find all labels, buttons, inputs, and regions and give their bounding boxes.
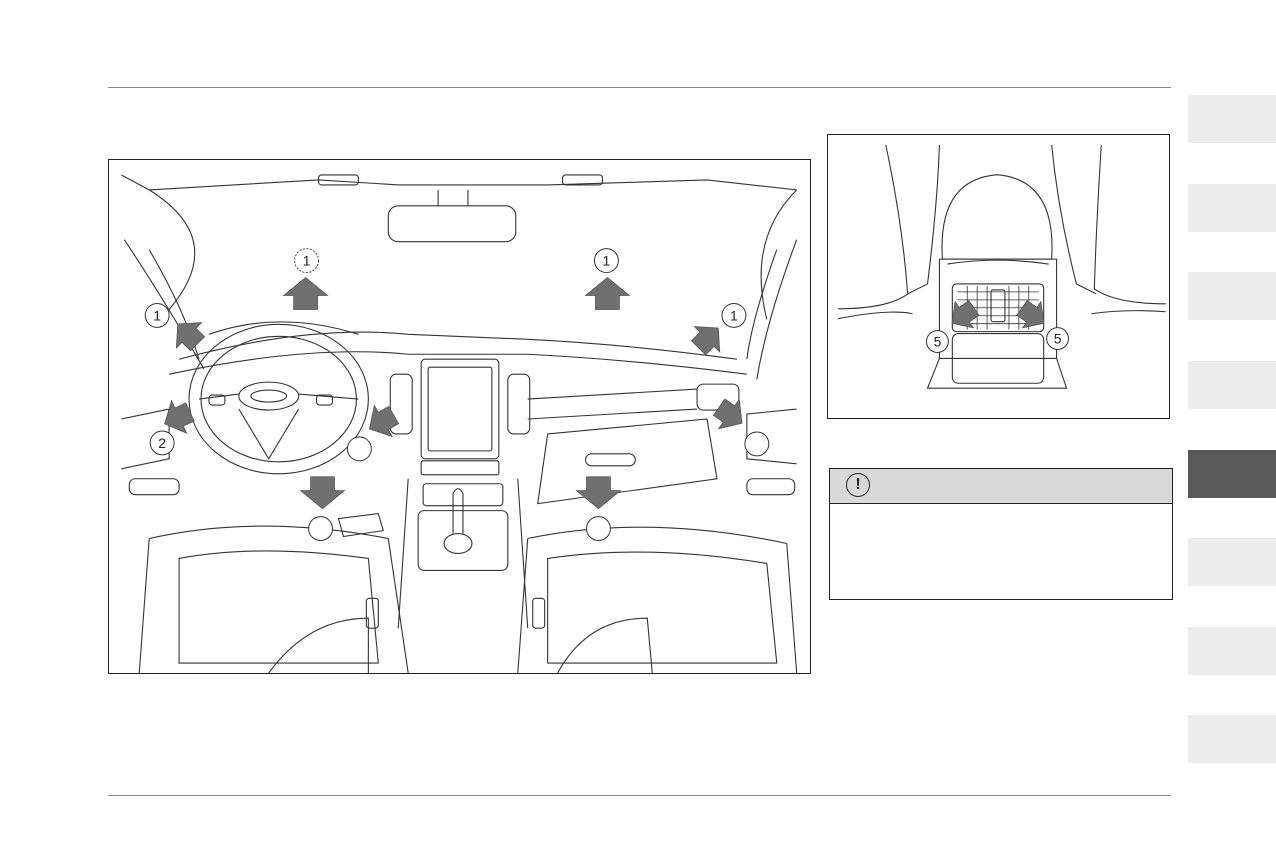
svg-text:1: 1 bbox=[303, 253, 311, 269]
side-tab-2[interactable] bbox=[1188, 184, 1276, 232]
callout-2-left: 2 bbox=[149, 430, 175, 456]
side-tab-1[interactable] bbox=[1188, 95, 1276, 143]
airflow-arrow-center-left bbox=[369, 404, 400, 438]
svg-text:1: 1 bbox=[153, 307, 161, 323]
svg-text:1: 1 bbox=[730, 307, 738, 323]
airflow-arrow-side-vent-right bbox=[712, 398, 743, 430]
caution-body bbox=[830, 504, 1172, 520]
header-rule bbox=[108, 87, 1171, 88]
svg-text:1: 1 bbox=[603, 253, 611, 269]
rear-vent-line-drawing: 5 5 bbox=[838, 144, 1166, 389]
side-tab-7[interactable] bbox=[1188, 627, 1276, 675]
callout-blank-center-left bbox=[346, 436, 372, 462]
caution-box: ! bbox=[829, 468, 1173, 600]
airflow-arrow-down-left bbox=[299, 476, 346, 510]
callout-blank-footwell-left bbox=[308, 516, 333, 542]
airflow-arrow-side-left bbox=[175, 322, 206, 352]
airflow-arrow-up-right bbox=[584, 277, 631, 310]
callout-1-left: 1 bbox=[144, 302, 170, 328]
svg-text:5: 5 bbox=[934, 334, 942, 350]
side-tab-5-active[interactable] bbox=[1188, 450, 1276, 498]
airflow-arrow-up-left bbox=[282, 277, 329, 310]
callout-blank-footwell-right bbox=[586, 516, 611, 542]
callout-5-right: 5 bbox=[1046, 327, 1070, 350]
caution-header: ! bbox=[830, 469, 1172, 504]
svg-text:5: 5 bbox=[1054, 331, 1062, 347]
callout-1-center-left: 1 bbox=[294, 248, 320, 274]
callout-1-right: 1 bbox=[721, 302, 747, 328]
rear-vent-airflow-figure: 5 5 bbox=[827, 134, 1170, 419]
footer-rule bbox=[108, 795, 1171, 796]
airflow-arrow-rear-right bbox=[1016, 300, 1045, 329]
side-tab-3[interactable] bbox=[1188, 272, 1276, 320]
callout-blank-right-vent bbox=[744, 431, 770, 457]
dashboard-airflow-figure: 1 1 1 1 2 bbox=[108, 159, 811, 674]
side-tab-8[interactable] bbox=[1188, 715, 1276, 763]
callout-5-left: 5 bbox=[926, 330, 949, 353]
airflow-arrow-side-right bbox=[690, 326, 721, 356]
svg-text:2: 2 bbox=[158, 435, 166, 451]
airflow-arrow-rear-left bbox=[951, 300, 980, 329]
side-tab-4[interactable] bbox=[1188, 361, 1276, 409]
dashboard-line-drawing: 1 1 1 1 2 bbox=[121, 174, 798, 673]
side-tab-6[interactable] bbox=[1188, 538, 1276, 586]
airflow-arrow-door-left bbox=[164, 399, 195, 435]
callout-1-center-right: 1 bbox=[593, 248, 619, 274]
airflow-arrow-down-right bbox=[575, 476, 622, 510]
exclamation-circle-icon: ! bbox=[846, 473, 870, 497]
